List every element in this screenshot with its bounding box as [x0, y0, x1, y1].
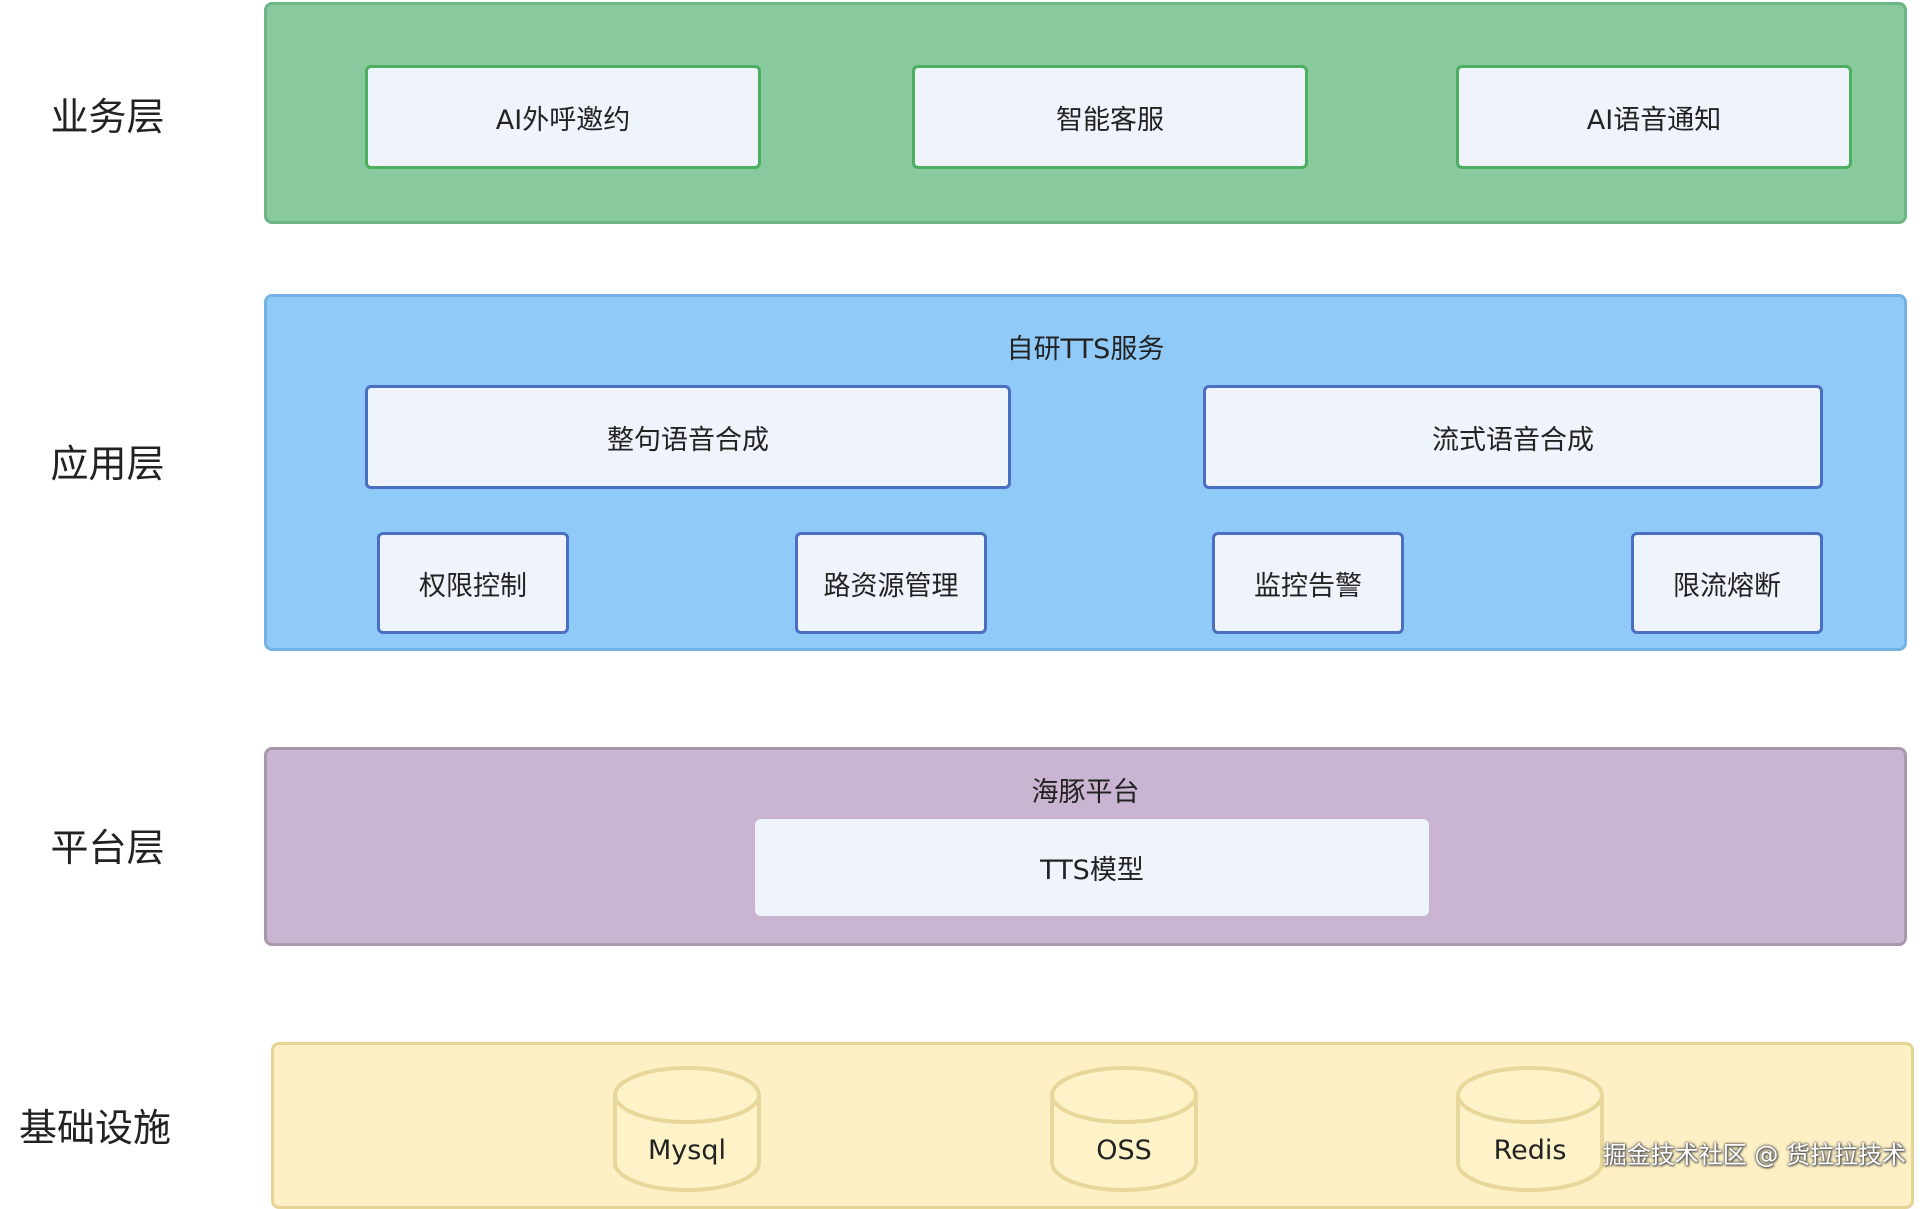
business-item-ai-outbound: AI外呼邀约 [365, 65, 761, 169]
infra-label-redis: Redis [1493, 1135, 1567, 1166]
app-item-permission-control: 权限控制 [377, 532, 569, 634]
layer-label-application: 应用层 [50, 442, 165, 486]
infra-cylinder-redis: Redis [1455, 1065, 1605, 1193]
business-item-smart-service: 智能客服 [912, 65, 1308, 169]
infra-cylinder-oss: OSS [1049, 1065, 1199, 1193]
app-item-resource-management: 路资源管理 [795, 532, 987, 634]
application-layer-title: 自研TTS服务 [1006, 334, 1165, 365]
app-item-rate-limit-circuit-breaker: 限流熔断 [1631, 532, 1823, 634]
watermark-text: 掘金技术社区 @ 货拉拉技术 [1602, 1141, 1906, 1169]
database-icon [613, 1066, 761, 1192]
app-item-monitoring-alerts: 监控告警 [1212, 532, 1404, 634]
infra-label-oss: OSS [1096, 1135, 1152, 1166]
layer-label-business: 业务层 [50, 95, 165, 139]
layer-label-platform: 平台层 [50, 826, 165, 870]
business-item-ai-voice-notify: AI语音通知 [1456, 65, 1852, 169]
application-layer-panel: 自研TTS服务 整句语音合成 流式语音合成 权限控制 路资源管理 监控告警 限流… [264, 294, 1907, 651]
infra-label-mysql: Mysql [648, 1135, 726, 1166]
app-item-streaming-tts: 流式语音合成 [1203, 385, 1823, 489]
layer-label-infrastructure: 基础设施 [18, 1106, 171, 1150]
database-icon [1050, 1066, 1198, 1192]
database-icon [1456, 1066, 1604, 1192]
platform-layer-panel: 海豚平台 TTS模型 [264, 747, 1907, 946]
app-item-sentence-tts: 整句语音合成 [365, 385, 1011, 489]
platform-layer-title: 海豚平台 [1031, 777, 1140, 808]
infra-cylinder-mysql: Mysql [612, 1065, 762, 1193]
business-layer-panel: AI外呼邀约 智能客服 AI语音通知 [264, 2, 1907, 224]
platform-item-tts-model: TTS模型 [755, 819, 1429, 916]
